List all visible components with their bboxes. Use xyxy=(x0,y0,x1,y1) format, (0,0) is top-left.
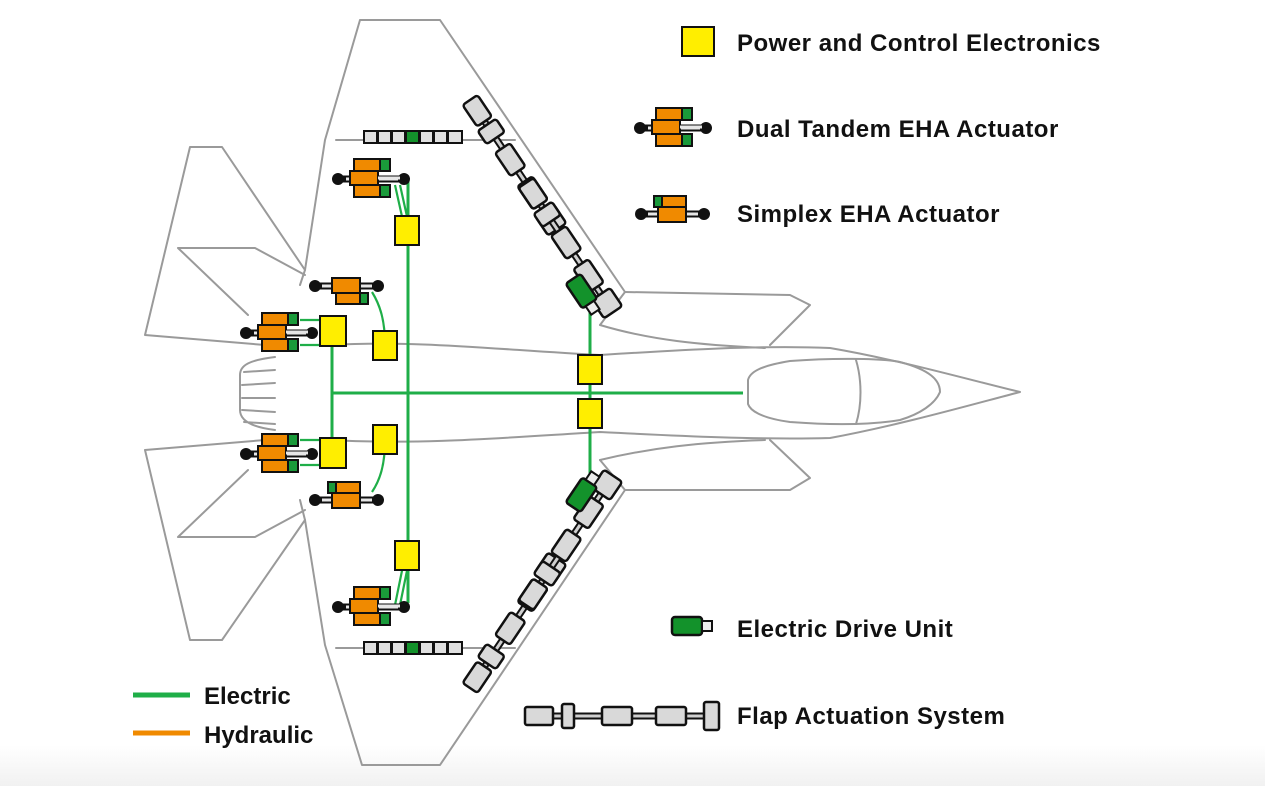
electric-wiring xyxy=(300,178,743,606)
legend-simplex-eha-icon xyxy=(635,196,710,222)
legend-dual-eha-label: Dual Tandem EHA Actuator xyxy=(737,116,1059,143)
upper-htail-outline xyxy=(144,146,306,346)
legend-electric-label: Electric xyxy=(204,683,291,710)
pce-rudder-upper xyxy=(372,330,398,361)
legend-bottom: Electric Drive Unit Flap Actuation Syste… xyxy=(523,615,1005,732)
legend-flap-icon xyxy=(523,700,721,732)
exhaust-nozzle xyxy=(239,356,276,431)
legend-flap-label: Flap Actuation System xyxy=(737,703,1005,730)
dual-eha-flaperon-upper xyxy=(332,159,410,197)
le-flap-bar-lower xyxy=(363,641,463,655)
legend-top: Power and Control Electronics Dual Tande… xyxy=(634,26,1101,228)
simplex-eha-rudder-upper xyxy=(309,278,384,304)
le-flap-bar-upper xyxy=(363,130,463,144)
simplex-eha-rudder-lower xyxy=(309,482,384,508)
legend-edu-icon xyxy=(670,615,714,637)
canopy-frame xyxy=(855,359,862,425)
legend-hydraulic-label: Hydraulic xyxy=(204,722,313,749)
legend-lines: Electric Hydraulic xyxy=(133,683,313,749)
legend-pce-swatch xyxy=(681,26,715,57)
pce-units xyxy=(319,215,603,571)
legend-edu-label: Electric Drive Unit xyxy=(737,616,953,643)
pce-flaperon-upper xyxy=(394,215,420,246)
canopy-outline xyxy=(747,357,941,426)
lower-vtail-outline xyxy=(177,469,306,538)
lower-htail-outline xyxy=(144,439,306,641)
upper-vtail-outline xyxy=(177,247,306,316)
fuselage-chine-lower xyxy=(599,439,811,491)
legend-simplex-eha-label: Simplex EHA Actuator xyxy=(737,201,1000,228)
flap-actuation-system-lower xyxy=(461,470,622,695)
pce-flaperon-lower xyxy=(394,540,420,571)
flap-actuation-system-upper xyxy=(461,94,622,319)
pce-flap-lower xyxy=(577,398,603,429)
fuselage-chine-upper xyxy=(599,291,811,349)
pce-flap-upper xyxy=(577,354,603,385)
stab-link-lower xyxy=(300,438,322,467)
legend-pce-label: Power and Control Electronics xyxy=(737,30,1101,57)
legend-dual-eha-icon xyxy=(634,108,712,146)
pce-stab-upper xyxy=(319,315,347,347)
pce-stab-lower xyxy=(319,437,347,469)
pce-rudder-lower xyxy=(372,424,398,455)
stab-link-upper xyxy=(300,318,322,347)
